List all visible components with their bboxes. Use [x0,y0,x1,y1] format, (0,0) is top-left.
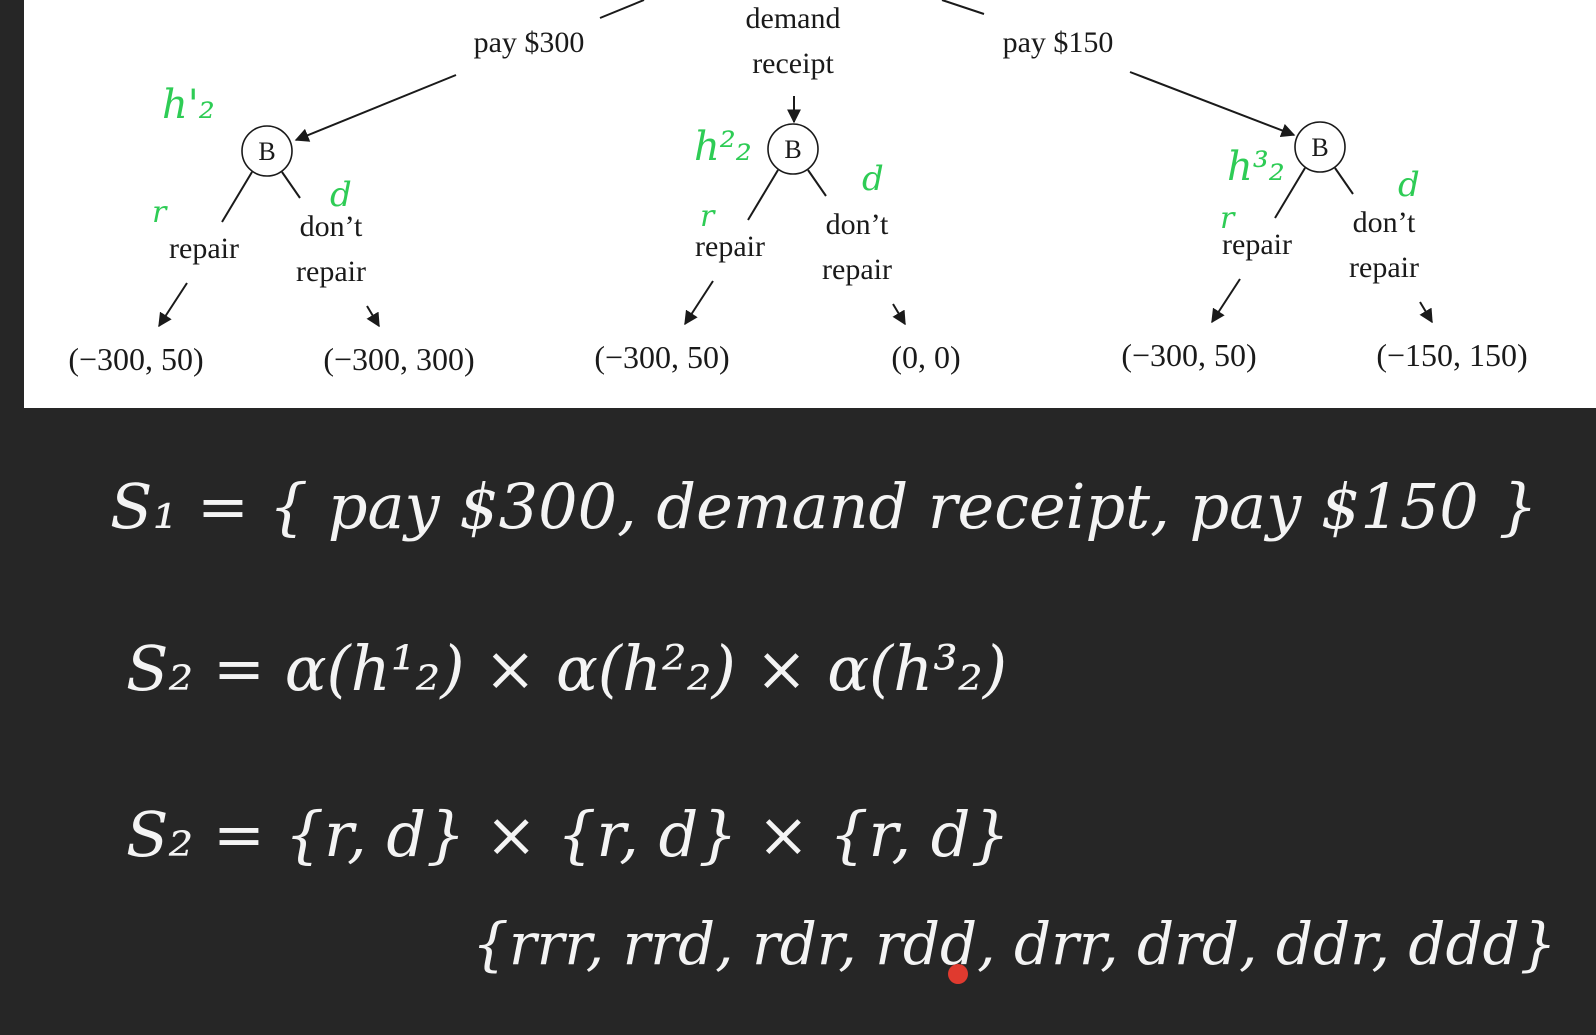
arrow-to-payoff-left [1211,278,1241,324]
payoff-left: (−300, 50) [68,341,203,377]
action-dont-repair-line1: don’t [1353,206,1416,239]
edge-repair [1274,167,1306,219]
strategy-set-player-2-product: S₂ = α(h¹₂) × α(h²₂) × α(h³₂) [126,632,1007,705]
repair-annotation: r [700,199,716,234]
game-tree: pay $300 demand receipt pay $150 B repai… [68,0,1528,377]
action-dont-repair-line2: repair [822,253,892,286]
handwritten-notes: S₁ = { pay $300, demand receipt, pay $15… [110,470,1557,984]
node-label: B [1311,133,1328,162]
edge-root-pay150-top [941,0,985,15]
edge-dont-repair [807,169,827,197]
edge-dont-repair [281,171,301,199]
action-pay-300: pay $300 [474,26,585,59]
node-label: B [784,135,801,164]
repair-annotation: r [1220,201,1236,236]
action-repair: repair [695,230,765,263]
action-demand-receipt-line2: receipt [752,47,834,80]
action-dont-repair-line1: don’t [300,210,363,243]
game-tree-panel: pay $300 demand receipt pay $150 B repai… [24,0,1596,408]
history-annotation: h²₂ [694,124,752,170]
history-annotation: h³₂ [1227,144,1285,190]
strategy-list-player-2: {rrr, rrd, rdr, rdd, drr, drd, ddr, ddd} [472,910,1557,978]
history-annotation: h'₂ [162,82,215,128]
buyer-node-1 [241,125,293,177]
arrow-to-payoff-left [684,280,714,326]
dont-repair-annotation: d [1398,165,1420,205]
edge-repair [747,169,779,221]
subtree-pay-300: B repair don’t repair (−300, 50) (−300, … [68,82,474,377]
buyer-node-2 [767,123,819,175]
action-dont-repair-line2: repair [1349,251,1419,284]
edge-dont-repair [1334,167,1354,195]
subtree-demand-receipt: B repair don’t repair (−300, 50) (0, 0) … [594,123,961,375]
dont-repair-annotation: d [862,159,884,199]
repair-annotation: r [152,195,168,230]
payoff-right: (−150, 150) [1376,337,1527,373]
action-dont-repair-line2: repair [296,255,366,288]
buyer-node-3 [1294,121,1346,173]
arrow-to-payoff-right [366,305,380,328]
subtree-pay-150: B repair don’t repair (−300, 50) (−150, … [1121,121,1528,373]
arrow-to-payoff-right [1419,301,1433,324]
node-label: B [258,137,275,166]
action-dont-repair-line1: don’t [826,208,889,241]
arrow-to-payoff-right [892,303,906,326]
edge-root-pay300-top [599,0,645,19]
action-repair: repair [169,232,239,265]
action-pay-150: pay $150 [1003,26,1114,59]
payoff-right: (0, 0) [891,339,960,375]
action-repair: repair [1222,228,1292,261]
payoff-left: (−300, 50) [1121,337,1256,373]
dont-repair-annotation: d [330,175,352,215]
edge-root-pay150 [1129,71,1296,138]
strategy-set-player-2-sets: S₂ = {r, d} × {r, d} × {r, d} [126,798,1010,871]
arrow-to-payoff-left [158,282,188,328]
action-demand-receipt-line1: demand [746,2,841,35]
edge-repair [221,171,253,223]
payoff-right: (−300, 300) [323,341,474,377]
pointer-dot [948,964,968,984]
edge-root-pay300 [294,74,457,142]
payoff-left: (−300, 50) [594,339,729,375]
strategy-set-player-1: S₁ = { pay $300, demand receipt, pay $15… [110,470,1538,543]
